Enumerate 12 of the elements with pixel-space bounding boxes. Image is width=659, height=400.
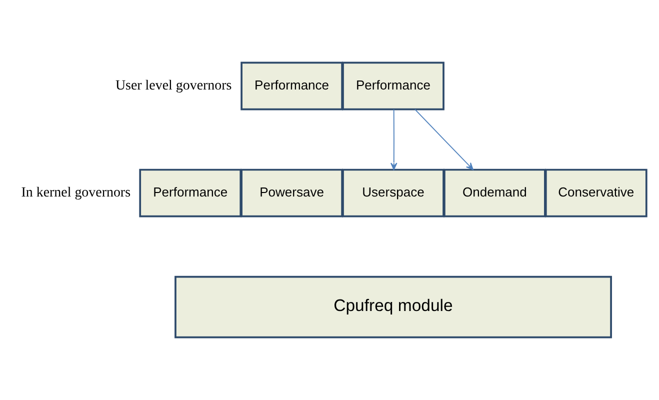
node-box: Performance (342, 62, 444, 110)
node-box: Cpufreq module (174, 276, 612, 338)
arrow (414, 109, 474, 170)
arrow (390, 109, 398, 170)
node-box: Conservative (544, 168, 648, 218)
node-box: Performance (139, 168, 242, 218)
node-box: Powersave (240, 168, 343, 218)
node-box: Userspace (342, 168, 444, 218)
label: In kernel governors (21, 185, 131, 200)
label: User level governors (115, 78, 232, 94)
node-box: Ondemand (444, 168, 546, 218)
node-box: Performance (240, 62, 343, 110)
